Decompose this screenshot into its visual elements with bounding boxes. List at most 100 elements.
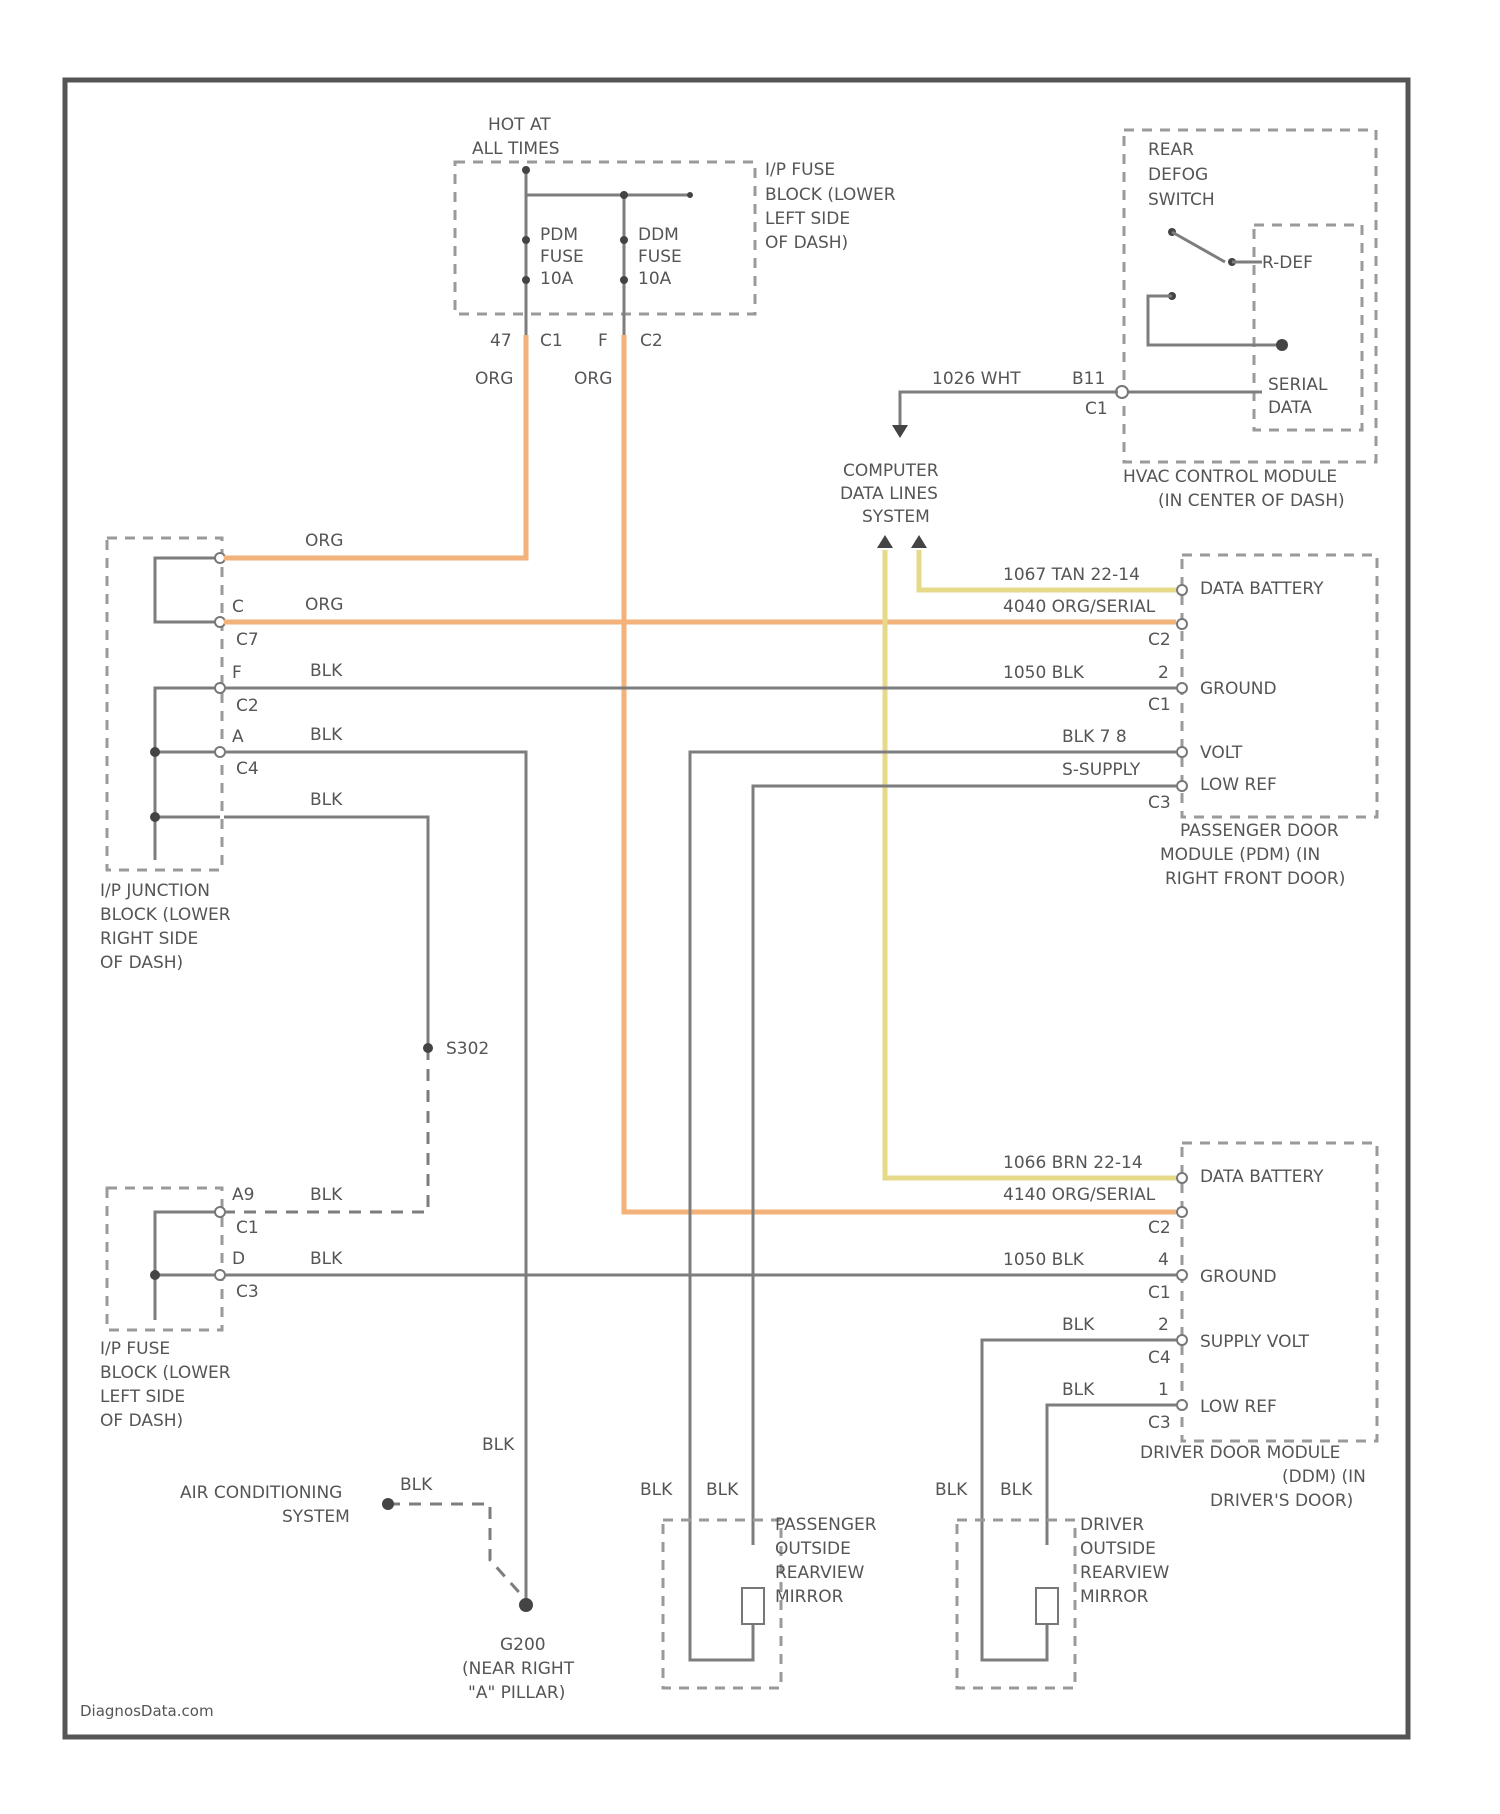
pdm-low-ref: LOW REF bbox=[1200, 775, 1277, 795]
bf-name-2: BLOCK (LOWER bbox=[100, 1363, 231, 1383]
pdm-supply: S-SUPPLY bbox=[1062, 760, 1141, 780]
jb-pin-c: C bbox=[232, 597, 244, 617]
blk-label-jb-f: BLK bbox=[310, 661, 343, 681]
ddm-conn-c1: C1 bbox=[1148, 1283, 1171, 1303]
conn-c2-top: C2 bbox=[640, 331, 663, 351]
bottom-fuse-outline bbox=[107, 1188, 222, 1330]
bottom-fuse-block: A9 C1 D C3 I/P FUSE BLOCK (LOWER LEFT SI… bbox=[100, 1185, 259, 1431]
fuse-pdm-label-2: FUSE bbox=[540, 247, 584, 267]
ddm-data-battery: DATA BATTERY bbox=[1200, 1167, 1324, 1187]
hvac-conn-c1: C1 bbox=[1085, 399, 1108, 419]
hvac-wire-label: 1026 WHT bbox=[932, 369, 1021, 389]
ddm-ground: GROUND bbox=[1200, 1267, 1277, 1287]
bf-pin-a9: A9 bbox=[232, 1185, 254, 1205]
pdm-name-2: MODULE (PDM) (IN bbox=[1160, 845, 1320, 865]
pin-47: 47 bbox=[490, 331, 512, 351]
blk-label-dm-2: BLK bbox=[1000, 1480, 1033, 1500]
jb-name-3: RIGHT SIDE bbox=[100, 929, 198, 949]
bf-name-4: OF DASH) bbox=[100, 1411, 183, 1431]
driver-mirror: DRIVER OUTSIDE REARVIEW MIRROR bbox=[957, 1515, 1169, 1688]
blk-label-jb-lower: BLK bbox=[310, 790, 343, 810]
pdm-volt: VOLT bbox=[1200, 743, 1243, 763]
ground-g200: AIR CONDITIONING SYSTEM G200 (NEAR RIGHT… bbox=[180, 1483, 575, 1703]
ddm-gnd-wire: 1050 BLK bbox=[1003, 1250, 1085, 1270]
top-fuse-outline bbox=[455, 162, 755, 314]
hvac-name-1: HVAC CONTROL MODULE bbox=[1123, 467, 1337, 487]
ddm-name-3: DRIVER'S DOOR) bbox=[1210, 1491, 1353, 1511]
rdef-label: R-DEF bbox=[1262, 253, 1313, 273]
g200-label-3: "A" PILLAR) bbox=[468, 1683, 565, 1703]
ddm-lowref-pin: 1 bbox=[1158, 1380, 1169, 1400]
wire-labels: ORG ORG BLK BLK BLK S302 BLK BLK BLK BLK… bbox=[305, 531, 1033, 1500]
top-fuse-name-1: I/P FUSE bbox=[765, 160, 835, 180]
driver-door-module: DATA BATTERY GROUND SUPPLY VOLT LOW REF … bbox=[1003, 1143, 1377, 1511]
org-label-jb-c7: ORG bbox=[305, 595, 343, 615]
cdls-label-1: COMPUTER bbox=[843, 461, 939, 481]
pm-name-3: REARVIEW bbox=[775, 1563, 864, 1583]
pdm-ground: GROUND bbox=[1200, 679, 1277, 699]
blk-label-pm-2: BLK bbox=[706, 1480, 739, 1500]
conn-c1-top: C1 bbox=[540, 331, 563, 351]
jb-conn-c2: C2 bbox=[236, 696, 259, 716]
serial-label-2: DATA bbox=[1268, 398, 1312, 418]
hvac-name-2: (IN CENTER OF DASH) bbox=[1158, 491, 1345, 511]
top-fuse-name-2: BLOCK (LOWER bbox=[765, 185, 896, 205]
bf-name-3: LEFT SIDE bbox=[100, 1387, 185, 1407]
top-fuse-block: HOT AT ALL TIMES PDM FUSE 10A DDM FUSE 1… bbox=[455, 115, 896, 389]
switch-label-2: DEFOG bbox=[1148, 165, 1208, 185]
jb-pin-a: A bbox=[232, 727, 244, 747]
blk-label-jb-a: BLK bbox=[310, 725, 343, 745]
pdm-conn-c1: C1 bbox=[1148, 695, 1171, 715]
jb-name-4: OF DASH) bbox=[100, 953, 183, 973]
pm-name-1: PASSENGER bbox=[775, 1515, 877, 1535]
bf-name-1: I/P FUSE bbox=[100, 1339, 170, 1359]
org-label-left: ORG bbox=[475, 369, 513, 389]
switch-label-3: SWITCH bbox=[1148, 190, 1215, 210]
pdm-org-wire: 4040 ORG/SERIAL bbox=[1003, 597, 1156, 617]
org-label-right: ORG bbox=[574, 369, 612, 389]
top-fuse-name-4: OF DASH) bbox=[765, 233, 848, 253]
passenger-door-module: DATA BATTERY GROUND VOLT LOW REF 1067 TA… bbox=[1003, 555, 1377, 889]
jb-pin-f: F bbox=[232, 663, 242, 683]
blk-label-bf-a9: BLK bbox=[310, 1185, 343, 1205]
pdm-data-battery: DATA BATTERY bbox=[1200, 579, 1324, 599]
ddm-low-ref: LOW REF bbox=[1200, 1397, 1277, 1417]
pdm-name-1: PASSENGER DOOR bbox=[1180, 821, 1339, 841]
hot-label-1: HOT AT bbox=[488, 115, 551, 135]
bf-conn-c3: C3 bbox=[236, 1282, 259, 1302]
pdm-volt-wire: BLK 7 8 bbox=[1062, 727, 1127, 747]
g200-label-2: (NEAR RIGHT bbox=[462, 1659, 575, 1679]
ddm-gnd-pin: 4 bbox=[1158, 1250, 1169, 1270]
watermark: DiagnosData.com bbox=[80, 1702, 214, 1720]
g200-label-1: G200 bbox=[500, 1635, 546, 1655]
cdls-label-3: SYSTEM bbox=[862, 507, 930, 527]
pdm-conn-c2: C2 bbox=[1148, 630, 1171, 650]
top-fuse-name-3: LEFT SIDE bbox=[765, 209, 850, 229]
ddm-org-wire: 4140 ORG/SERIAL bbox=[1003, 1185, 1156, 1205]
hvac-control-module: REAR DEFOG SWITCH R-DEF SERIAL DATA HVAC… bbox=[932, 130, 1376, 511]
passenger-mirror: PASSENGER OUTSIDE REARVIEW MIRROR bbox=[663, 1515, 877, 1688]
ddm-lowref-wire: BLK bbox=[1062, 1380, 1095, 1400]
hot-label-2: ALL TIMES bbox=[472, 139, 560, 159]
ddm-data-wire: 1066 BRN 22-14 bbox=[1003, 1153, 1143, 1173]
ac-system-2: SYSTEM bbox=[282, 1507, 350, 1527]
org-label-jb-c: ORG bbox=[305, 531, 343, 551]
jb-name-1: I/P JUNCTION bbox=[100, 881, 210, 901]
blk-label-pm-1: BLK bbox=[640, 1480, 673, 1500]
serial-label-1: SERIAL bbox=[1268, 375, 1328, 395]
wires bbox=[224, 335, 1176, 1612]
jb-conn-c7: C7 bbox=[236, 630, 259, 650]
ddm-conn-c2: C2 bbox=[1148, 1218, 1171, 1238]
pm-name-2: OUTSIDE bbox=[775, 1539, 851, 1559]
dm-name-2: OUTSIDE bbox=[1080, 1539, 1156, 1559]
dm-name-4: MIRROR bbox=[1080, 1587, 1149, 1607]
junction-block: C C7 F C2 A C4 I/P JUNCTION BLOCK (LOWER… bbox=[100, 538, 259, 973]
jb-name-2: BLOCK (LOWER bbox=[100, 905, 231, 925]
splice-s302: S302 bbox=[446, 1039, 489, 1059]
blk-label-bf-d: BLK bbox=[310, 1249, 343, 1269]
pdm-gnd-pin: 2 bbox=[1158, 663, 1169, 683]
cdls-label-2: DATA LINES bbox=[840, 484, 938, 504]
blk-label-dm-1: BLK bbox=[935, 1480, 968, 1500]
dm-name-1: DRIVER bbox=[1080, 1515, 1144, 1535]
ddm-name-2: (DDM) (IN bbox=[1282, 1467, 1366, 1487]
